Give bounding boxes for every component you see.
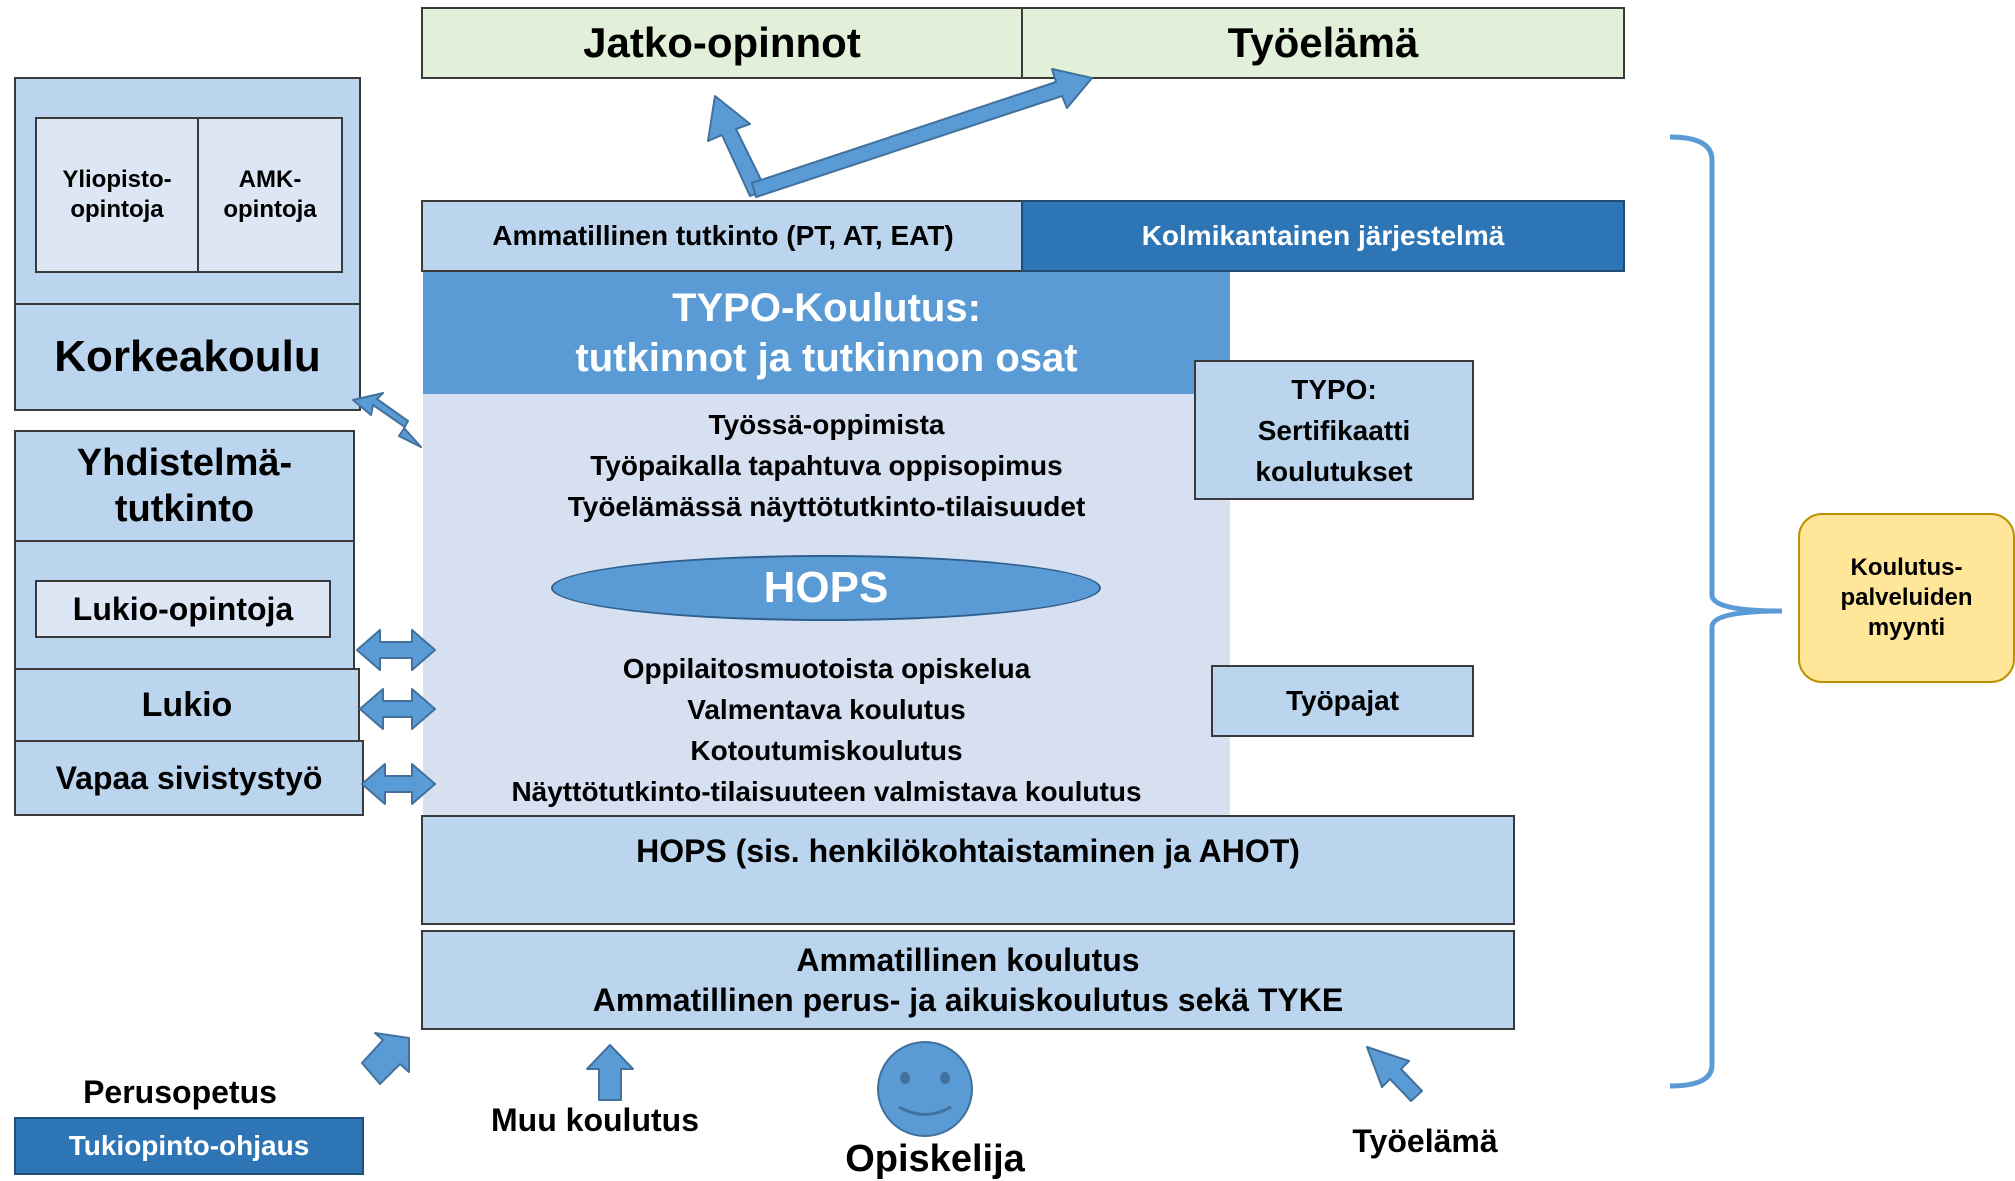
typo-title-2: tutkinnot ja tutkinnon osat — [575, 336, 1078, 380]
typo-sert-label-3: koulutukset — [1255, 455, 1413, 487]
arrow-muu-koulutus-icon — [586, 1044, 634, 1101]
myynti-label-1: Koulutus- — [1850, 554, 1963, 581]
myynti-label-3: myynti — [1867, 614, 1946, 641]
amk-label-1: AMK- — [238, 166, 302, 193]
myynti-label-2: palveluiden — [1840, 584, 1973, 611]
typo-sert-label-1: TYPO: — [1291, 373, 1377, 405]
amk-box: AMK- opintoja — [197, 117, 343, 273]
yhdistelma-label-1: Yhdistelmä- — [76, 442, 293, 484]
student-face-icon — [877, 1041, 973, 1137]
kolmikantainen-box: Kolmikantainen järjestelmä — [1021, 200, 1625, 272]
perusopetus-label: Perusopetus — [83, 1074, 277, 1110]
vapaa-sivistystyo-box: Vapaa sivistystyö — [14, 740, 364, 816]
jatko-opinnot-box: Jatko-opinnot — [421, 7, 1023, 79]
double-arrow-lukio-opintoja-icon — [356, 629, 436, 671]
upper-line-2: Työpaikalla tapahtuva oppisopimus — [590, 450, 1063, 481]
double-arrow-lukio-icon — [359, 688, 436, 730]
kolmikantainen-label: Kolmikantainen järjestelmä — [1141, 220, 1505, 251]
typo-sert-label-2: Sertifikaatti — [1257, 414, 1411, 446]
yhdistelmatutkinto-box: Yhdistelmä- tutkinto — [14, 430, 355, 542]
typo-sertifikaatti-box: TYPO: Sertifikaatti koulutukset — [1194, 360, 1474, 500]
yhdistelma-label-2: tutkinto — [114, 488, 255, 530]
lower-line-4: Näyttötutkinto-tilaisuuteen valmistava k… — [511, 776, 1142, 807]
ammatillinen-koulutus-label-2: Ammatillinen perus- ja aikuiskoulutus se… — [592, 982, 1344, 1018]
yliopisto-label-1: Yliopisto- — [62, 166, 172, 193]
hops-oval: HOPS — [551, 555, 1101, 621]
upper-lines: Työssä-oppimista Työpaikalla tapahtuva o… — [423, 404, 1230, 527]
upper-line-1: Työssä-oppimista — [708, 409, 945, 440]
arrow-perusopetus-icon — [361, 1032, 410, 1085]
double-arrow-korkeakoulu-icon — [352, 392, 422, 448]
lower-line-1: Oppilaitosmuotoista opiskelua — [622, 653, 1031, 684]
jatko-opinnot-label: Jatko-opinnot — [583, 19, 861, 66]
myynti-box: Koulutus- palveluiden myynti — [1798, 513, 2015, 683]
upper-line-3: Työelämässä näyttötutkinto-tilaisuudet — [567, 491, 1086, 522]
arrow-tyoelama-bottom-icon — [1366, 1046, 1423, 1102]
yliopisto-label-2: opintoja — [70, 196, 164, 223]
lower-line-3: Kotoutumiskoulutus — [690, 735, 963, 766]
amk-label-2: opintoja — [223, 196, 317, 223]
tyoelama-bottom-label: Työelämä — [1352, 1123, 1498, 1159]
korkeakoulu-label: Korkeakoulu — [54, 332, 321, 381]
lukio-box: Lukio — [14, 668, 360, 742]
vapaa-sivistystyo-label: Vapaa sivistystyö — [55, 759, 323, 796]
hops-bar: HOPS (sis. henkilökohtaistaminen ja AHOT… — [421, 815, 1515, 925]
lower-line-2: Valmentava koulutus — [687, 694, 966, 725]
tyopajat-box: Työpajat — [1211, 665, 1474, 737]
tukiopinto-ohjaus-label: Tukiopinto-ohjaus — [68, 1130, 310, 1161]
ammatillinen-koulutus-label-1: Ammatillinen koulutus — [796, 942, 1140, 978]
muu-koulutus-label: Muu koulutus — [491, 1102, 699, 1138]
hops-oval-label: HOPS — [763, 563, 889, 612]
ammatillinen-tutkinto-label: Ammatillinen tutkinto (PT, AT, EAT) — [492, 220, 954, 251]
lukio-opintoja-box: Lukio-opintoja — [35, 580, 331, 638]
ammatillinen-koulutus-box: Ammatillinen koulutus Ammatillinen perus… — [421, 930, 1515, 1030]
korkeakoulu-box: Korkeakoulu — [14, 303, 361, 411]
typo-title-1: TYPO-Koulutus: — [672, 286, 981, 330]
double-arrow-vapaa-icon — [361, 763, 436, 805]
tukiopinto-ohjaus-box: Tukiopinto-ohjaus — [14, 1117, 364, 1175]
brace-icon — [1669, 134, 1783, 1089]
yliopisto-box: Yliopisto- opintoja — [35, 117, 199, 273]
lower-lines: Oppilaitosmuotoista opiskelua Valmentava… — [423, 648, 1230, 812]
lukio-label: Lukio — [141, 685, 233, 724]
tyoelama-top-box: Työelämä — [1021, 7, 1625, 79]
ammatillinen-tutkinto-box: Ammatillinen tutkinto (PT, AT, EAT) — [421, 200, 1025, 272]
opiskelija-label: Opiskelija — [845, 1138, 1025, 1180]
lukio-opintoja-label: Lukio-opintoja — [72, 590, 294, 627]
tyopajat-label: Työpajat — [1285, 685, 1400, 716]
typo-header: TYPO-Koulutus: tutkinnot ja tutkinnon os… — [423, 272, 1230, 394]
tyoelama-top-label: Työelämä — [1227, 19, 1419, 66]
hops-bar-label: HOPS (sis. henkilökohtaistaminen ja AHOT… — [636, 833, 1300, 869]
arrow-to-tyoelama-icon — [751, 68, 1093, 198]
